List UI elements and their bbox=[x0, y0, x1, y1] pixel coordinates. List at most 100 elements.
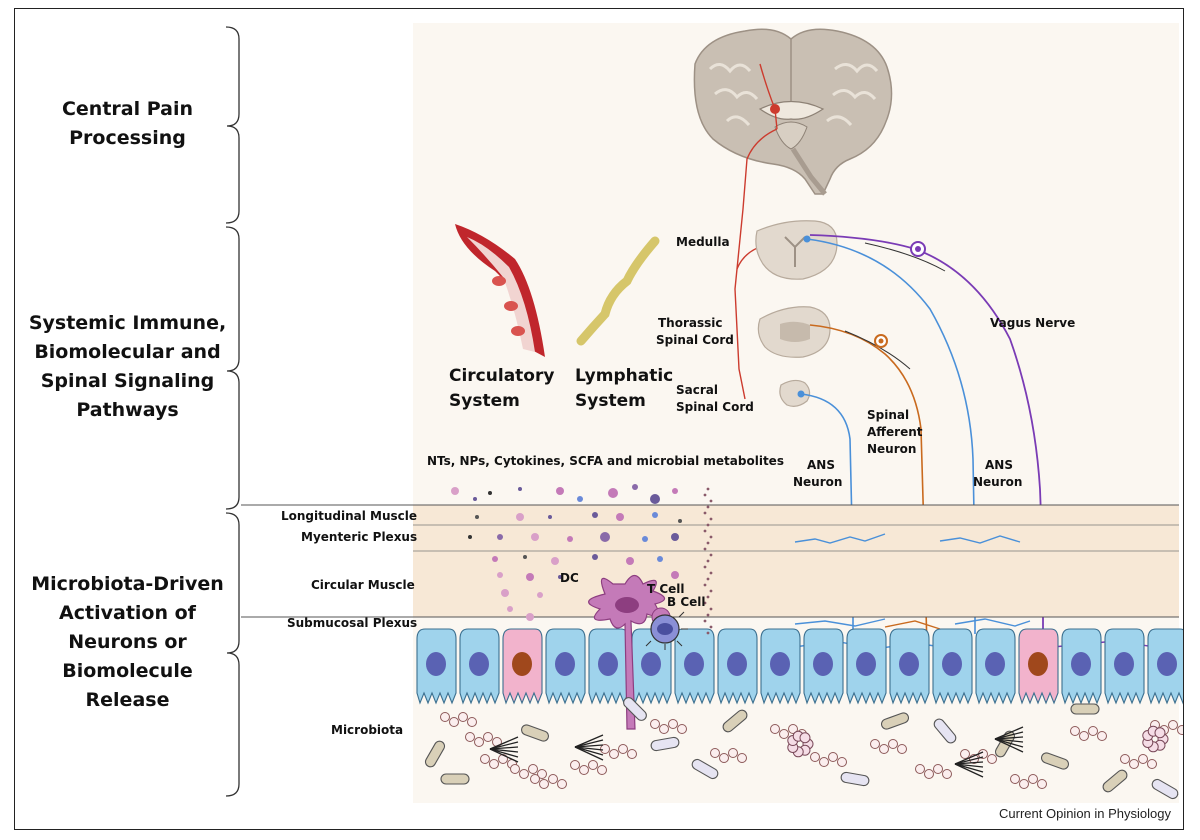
flagellated-bacterium bbox=[574, 744, 604, 748]
metabolite-particle bbox=[706, 487, 710, 491]
rod-bacterium bbox=[691, 758, 719, 780]
coccus-bacterium bbox=[1097, 731, 1107, 741]
coccus-bacterium bbox=[1129, 759, 1139, 769]
coccus-bacterium bbox=[1147, 759, 1157, 769]
metabolite-particle bbox=[703, 529, 707, 533]
coccus-bacterium bbox=[618, 744, 628, 754]
flagellated-bacterium bbox=[994, 726, 1024, 740]
coccus-bacterium bbox=[579, 765, 589, 775]
brace-central bbox=[225, 26, 240, 224]
metabolite-particle bbox=[650, 494, 660, 504]
coccus-bacterium bbox=[1079, 731, 1089, 741]
rod-bacterium bbox=[440, 773, 470, 785]
metabolite-particle bbox=[703, 601, 707, 605]
vagus-ganglion-core bbox=[915, 246, 921, 252]
label-longitudinal-muscle: Longitudinal Muscle bbox=[281, 509, 418, 523]
metabolite-particle bbox=[516, 513, 524, 521]
spinal-afferent-path bbox=[809, 324, 928, 650]
cell-nucleus bbox=[598, 652, 618, 676]
coccus-bacterium bbox=[1037, 779, 1047, 789]
coccus-bacterium bbox=[879, 744, 889, 754]
coccus-bacterium bbox=[1138, 754, 1148, 764]
cell-nucleus bbox=[985, 652, 1005, 676]
metabolite-particle bbox=[703, 493, 707, 497]
coccus-bacterium bbox=[668, 719, 678, 729]
flagellated-bacterium bbox=[489, 748, 519, 753]
metabolite-particle bbox=[703, 583, 707, 587]
rod-bacterium bbox=[933, 718, 957, 744]
metabolite-particle bbox=[709, 625, 713, 629]
cell-nucleus bbox=[813, 652, 833, 676]
label-medulla: Medulla bbox=[676, 235, 730, 249]
flagellated-bacterium bbox=[489, 748, 519, 763]
rod-bacterium bbox=[722, 709, 748, 733]
flagellated-bacterium bbox=[489, 746, 519, 750]
label-circulatory-line1: Circulatory bbox=[449, 366, 555, 386]
cell-nucleus bbox=[856, 652, 876, 676]
rod-bacterium bbox=[1151, 778, 1179, 800]
label-thoracic-line2: Spinal Cord bbox=[656, 333, 734, 347]
coccus-bacterium bbox=[1177, 725, 1183, 735]
coccus-bacterium bbox=[659, 724, 669, 734]
coccus-bacterium bbox=[530, 774, 540, 784]
coccus-bacterium bbox=[810, 752, 820, 762]
metabolite-particle bbox=[632, 484, 638, 490]
ans-origin-sacral bbox=[797, 390, 805, 398]
metabolite-particle bbox=[703, 619, 707, 623]
metabolite-particle bbox=[468, 535, 472, 539]
gut-wall-layers bbox=[241, 504, 1179, 618]
metabolite-particle bbox=[706, 559, 710, 563]
coccus-bacterium bbox=[510, 764, 520, 774]
metabolite-particle bbox=[709, 607, 713, 611]
rod-bacterium bbox=[623, 697, 647, 721]
ans-neuron-right-path bbox=[806, 238, 976, 634]
metabolite-particle bbox=[526, 613, 534, 621]
b-cell bbox=[645, 611, 688, 650]
metabolite-particle bbox=[475, 515, 479, 519]
label-circulatory-line2: System bbox=[449, 391, 520, 411]
coccus-bacterium bbox=[650, 719, 660, 729]
flagellated-bacterium bbox=[954, 751, 984, 765]
coccus-bacterium bbox=[537, 769, 547, 779]
blood-vessel-illustration bbox=[455, 224, 545, 357]
label-ans-right-2: Neuron bbox=[973, 475, 1023, 489]
coccus-bacterium bbox=[960, 749, 970, 759]
metabolite-particle bbox=[492, 556, 498, 562]
flagellated-bacterium bbox=[994, 736, 1024, 740]
rod-bacterium bbox=[1040, 752, 1070, 770]
brace-systemic bbox=[225, 226, 240, 510]
metabolite-particle bbox=[703, 547, 707, 551]
cell-nucleus bbox=[727, 652, 747, 676]
metabolite-particle bbox=[706, 613, 710, 617]
coccus-bacterium bbox=[710, 748, 720, 758]
coccus-bacterium bbox=[677, 724, 687, 734]
metabolite-particle bbox=[451, 487, 459, 495]
label-submucosal-plexus: Submucosal Plexus bbox=[287, 616, 418, 630]
coccus-bacterium bbox=[1070, 726, 1080, 736]
flagellated-bacterium bbox=[489, 741, 519, 750]
coccus-bacterium bbox=[1168, 720, 1178, 730]
coccus-bacterium bbox=[458, 712, 468, 722]
metabolite-particle bbox=[709, 499, 713, 503]
metabolite-particle bbox=[507, 606, 513, 612]
flagellated-bacterium bbox=[954, 756, 984, 765]
metabolite-particle bbox=[678, 519, 682, 523]
coccus-bacterium bbox=[828, 752, 838, 762]
coccus-bacterium bbox=[933, 764, 943, 774]
ans-origin-medulla bbox=[803, 235, 811, 243]
metabolite-particle bbox=[652, 512, 658, 518]
metabolite-particle bbox=[558, 575, 562, 579]
coccus-bacterium bbox=[465, 732, 475, 742]
label-ans-left-2: Neuron bbox=[793, 475, 843, 489]
rod-bacterium bbox=[880, 712, 910, 730]
cell-nucleus bbox=[512, 652, 532, 676]
journal-credit: Current Opinion in Physiology bbox=[999, 806, 1171, 821]
label-dc: DC bbox=[560, 571, 579, 585]
coccus-bacterium bbox=[987, 754, 997, 764]
rod-bacterium bbox=[520, 724, 550, 742]
coccus-bacterium bbox=[449, 717, 459, 727]
sacral-cord-cross-section bbox=[779, 379, 811, 407]
flagellated-bacterium bbox=[489, 736, 519, 750]
metabolite-particle bbox=[608, 488, 618, 498]
metabolite-particle bbox=[501, 589, 509, 597]
